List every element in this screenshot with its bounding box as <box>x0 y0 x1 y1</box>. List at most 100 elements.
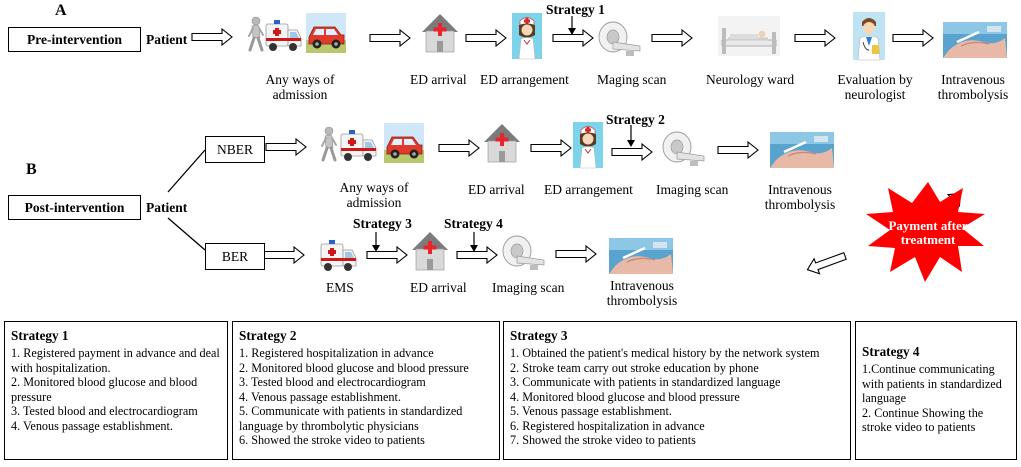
strategy1-label: Strategy 1 <box>546 2 605 17</box>
doctor-icon <box>852 11 886 61</box>
arrow-a2 <box>369 29 411 47</box>
ct-scanner-icon <box>662 131 705 167</box>
nber-thrombolysis-label: Intravenous thrombolysis <box>764 182 836 212</box>
walking-person-icon <box>247 15 265 52</box>
strategy2-item: 4. Venous passage establishment. <box>239 389 401 404</box>
strategy3-item: 7. Showed the stroke video to patients <box>510 433 696 447</box>
arrow-to-ber-thrombolysis <box>804 247 849 278</box>
arrow-a1 <box>191 28 233 46</box>
strategy4-item: 2. Continue Showing the stroke video to … <box>862 405 984 435</box>
b-patient-label: Patient <box>146 200 188 215</box>
arrow-n3 <box>530 139 572 157</box>
arrow-a5 <box>651 29 693 47</box>
strategy2-item: 6. Showed the stroke video to patients <box>239 433 425 447</box>
nber-imaging-label: Imaging scan <box>656 182 729 197</box>
arrow-n1 <box>265 138 307 156</box>
nber-label: NBER <box>216 141 253 157</box>
injection-photo-icon <box>607 236 675 276</box>
car-icon <box>383 122 425 164</box>
ct-scanner-icon <box>598 21 641 57</box>
ber-ems-label: EMS <box>326 280 354 295</box>
ambulance-icon <box>340 129 377 162</box>
hospital-icon <box>411 231 449 271</box>
ber-imaging-label: Imaging scan <box>492 280 565 295</box>
arrow-b3 <box>456 246 498 264</box>
strategy2-panel-title: Strategy 2 <box>239 328 297 343</box>
nber-ed-arrangement-label: ED arrangement <box>544 182 633 197</box>
a-evaluation-label: Evaluation by neurologist <box>837 72 913 102</box>
arrow-b1 <box>263 246 305 264</box>
strategy1-item: 4. Venous passage establishment. <box>11 418 173 433</box>
strategy1-item: 1. Registered payment in advance and dea… <box>11 346 220 375</box>
panel-letter-a: A <box>55 2 67 19</box>
arrow-n2 <box>438 139 480 157</box>
branch-nber-line <box>167 149 206 193</box>
arrow-a6 <box>794 29 836 47</box>
nber-admission-label: Any ways of admission <box>339 180 409 210</box>
payment-burst <box>866 182 985 282</box>
injection-photo-icon <box>941 20 1009 60</box>
strategy2-label: Strategy 2 <box>606 112 665 127</box>
strategy2-item: 2. Monitored blood glucose and blood pre… <box>239 360 469 375</box>
strategy2-panel: Strategy 2 1. Registered hospitalization… <box>232 321 500 460</box>
car-icon <box>305 12 347 54</box>
strategy2-item: 3. Tested blood and electrocardiogram <box>239 375 426 389</box>
arrow-n5 <box>717 141 759 159</box>
strategy1-panel: Strategy 1 1. Registered payment in adva… <box>4 321 228 460</box>
arrow-a7 <box>892 29 934 47</box>
strategy3-panel-title: Strategy 3 <box>510 328 568 343</box>
ambulance-icon <box>320 239 357 272</box>
a-patient-label: Patient <box>146 32 188 47</box>
strategy3-panel: Strategy 3 1. Obtained the patient's med… <box>503 321 851 460</box>
strategy2-item: 5. Communicate with patients in standard… <box>239 404 463 433</box>
strategy3-item: 1. Obtained the patient's medical histor… <box>510 346 820 360</box>
strategy1-item: 3. Tested blood and electrocardiogram <box>11 404 198 418</box>
strategy3-item: 2. Stroke team carry out stroke educatio… <box>510 360 759 375</box>
branch-ber-line <box>167 217 206 251</box>
ber-thrombolysis-label: Intravenous thrombolysis <box>606 278 678 308</box>
arrow-b4 <box>555 245 597 263</box>
hospital-icon <box>483 123 521 163</box>
payment-after-treatment-label: Payment after treatment <box>888 218 968 247</box>
a-ward-label: Neurology ward <box>706 72 795 87</box>
a-ed-arrival-label: ED arrival <box>410 72 467 87</box>
strategy4-panel-title: Strategy 4 <box>862 344 920 359</box>
strategy3-item: 5. Venous passage establishment. <box>510 404 672 418</box>
a-thrombolysis-label: Intravenous thrombolysis <box>937 72 1009 102</box>
a-imaging-label: Maging scan <box>597 72 667 87</box>
strategy3-item: 3. Communicate with patients in standard… <box>510 375 781 389</box>
a-admission-label: Any ways of admission <box>265 72 335 102</box>
strategy1-item: 2. Monitored blood glucose and blood pre… <box>11 375 198 404</box>
nber-box: NBER <box>205 136 265 163</box>
panel-letter-b: B <box>26 161 37 178</box>
strategy3-item: 6. Registered hospitalization in advance <box>510 418 705 433</box>
strategy4-item: 1.Continue communicating with patients i… <box>862 362 1002 405</box>
strategy1-panel-title: Strategy 1 <box>11 328 69 343</box>
nber-ed-arrival-label: ED arrival <box>468 182 525 197</box>
post-intervention-label: Post-intervention <box>24 199 125 215</box>
nurse-icon <box>511 12 543 60</box>
a-ed-arrangement-label: ED arrangement <box>480 72 569 87</box>
strategy3-label: Strategy 3 <box>353 216 412 231</box>
pre-intervention-box: Pre-intervention <box>8 27 141 52</box>
arrow-a3 <box>465 29 507 47</box>
strategy4-panel: Strategy 4 1.Continue communicating with… <box>855 321 1017 460</box>
hospital-icon <box>421 13 459 53</box>
walking-person-icon <box>320 125 338 162</box>
ber-box: BER <box>205 243 265 270</box>
post-intervention-box: Post-intervention <box>8 195 141 220</box>
pre-intervention-label: Pre-intervention <box>27 31 122 47</box>
nurse-icon <box>572 121 604 169</box>
hospital-bed-icon <box>716 14 782 58</box>
arrow-n4 <box>611 143 653 161</box>
ambulance-icon <box>265 19 302 52</box>
strategy2-item: 1. Registered hospitalization in advance <box>239 346 434 360</box>
strategy4-label: Strategy 4 <box>444 216 503 231</box>
injection-photo-icon <box>768 130 836 170</box>
ct-scanner-icon <box>502 235 545 271</box>
ber-ed-arrival-label: ED arrival <box>410 280 467 295</box>
strategy3-item: 4. Monitored blood glucose and blood pre… <box>510 389 740 404</box>
ber-label: BER <box>221 248 249 264</box>
